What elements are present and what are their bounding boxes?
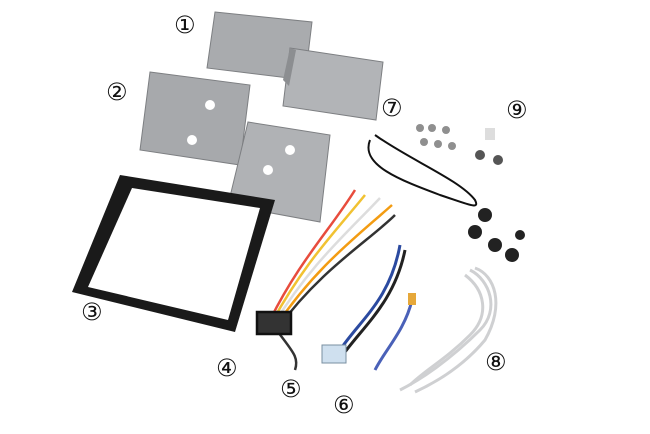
label-4: ④ bbox=[216, 354, 238, 382]
label-8: ⑧ bbox=[485, 348, 507, 376]
part-9-screws bbox=[416, 124, 525, 262]
part-7-cable bbox=[367, 134, 478, 207]
label-9: ⑨ bbox=[506, 96, 528, 124]
label-7: ⑦ bbox=[381, 94, 403, 122]
label-2: ② bbox=[106, 78, 128, 106]
part-1-small-brackets bbox=[206, 11, 384, 121]
label-1: ① bbox=[174, 11, 196, 39]
part-4-wire-harness bbox=[255, 189, 396, 371]
label-6: ⑥ bbox=[333, 391, 355, 419]
part-3-bezel-frame bbox=[72, 175, 275, 332]
label-5: ⑤ bbox=[280, 375, 302, 403]
label-3: ③ bbox=[81, 298, 103, 326]
part-8-coiled-cable bbox=[399, 266, 498, 394]
part-5-6-adapters bbox=[321, 244, 416, 371]
